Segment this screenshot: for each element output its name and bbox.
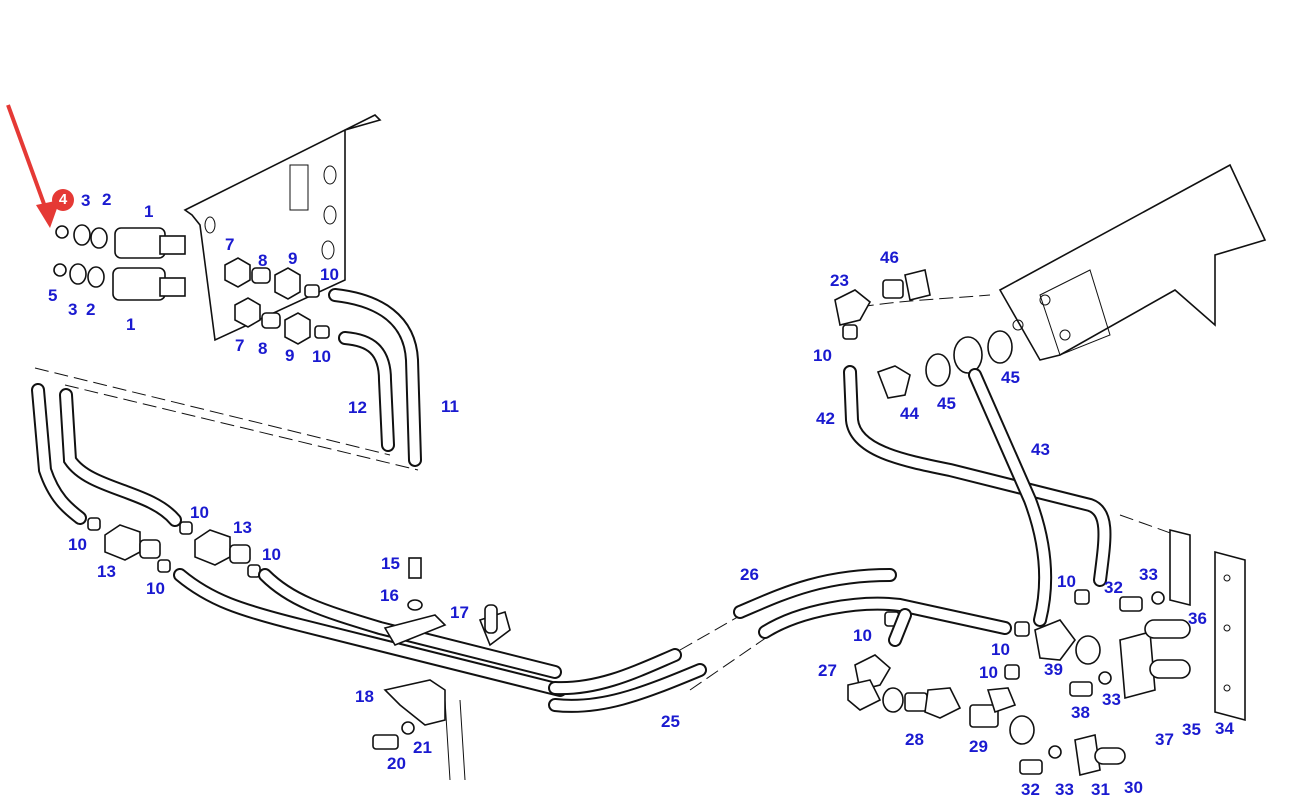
pressure-switch-lower (53, 263, 186, 301)
part-label-10[interactable]: 10 (190, 503, 209, 522)
bracket-assembly (372, 557, 511, 781)
part-label-45[interactable]: 45 (1001, 368, 1020, 387)
control-valve-block (998, 163, 1267, 361)
hose-11 (328, 288, 422, 467)
part-label-44[interactable]: 44 (900, 404, 919, 423)
part-label-9[interactable]: 9 (285, 346, 295, 365)
fittings-lower-right (847, 589, 1101, 745)
part-label-45[interactable]: 45 (937, 394, 956, 413)
part-label-11[interactable]: 11 (441, 397, 459, 416)
part-label-33[interactable]: 33 (1055, 780, 1074, 799)
part-label-10[interactable]: 10 (979, 663, 998, 682)
part-label-10[interactable]: 10 (853, 626, 872, 645)
hose-42 (843, 365, 1112, 587)
part-label-33[interactable]: 33 (1139, 565, 1158, 584)
part-label-30[interactable]: 30 (1124, 778, 1143, 797)
part-label-8[interactable]: 8 (258, 251, 268, 270)
part-label-10[interactable]: 10 (320, 265, 339, 284)
part-label-10[interactable]: 10 (262, 545, 281, 564)
part-label-2[interactable]: 2 (102, 190, 112, 209)
fittings-upper-row (224, 257, 320, 300)
hose-12 (338, 331, 395, 452)
part-label-33[interactable]: 33 (1102, 690, 1121, 709)
part-label-2[interactable]: 2 (86, 300, 96, 319)
part-label-8[interactable]: 8 (258, 339, 268, 358)
part-label-12[interactable]: 12 (348, 398, 367, 417)
left-hoses (31, 383, 182, 527)
fittings-lower-row (234, 297, 330, 345)
part-label-29[interactable]: 29 (969, 737, 988, 756)
part-label-27[interactable]: 27 (818, 661, 837, 680)
part-label-25[interactable]: 25 (661, 712, 680, 731)
part-label-18[interactable]: 18 (355, 687, 374, 706)
part-label-1[interactable]: 1 (144, 202, 154, 221)
part-label-10[interactable]: 10 (1057, 572, 1076, 591)
part-label-13[interactable]: 13 (233, 518, 252, 537)
part-label-32[interactable]: 32 (1021, 780, 1040, 799)
part-label-16[interactable]: 16 (380, 586, 399, 605)
part-label-28[interactable]: 28 (905, 730, 924, 749)
part-label-46[interactable]: 46 (880, 248, 899, 267)
part-label-42[interactable]: 42 (816, 409, 835, 428)
part-label-9[interactable]: 9 (288, 249, 298, 268)
part-label-34[interactable]: 34 (1215, 719, 1234, 738)
part-label-35[interactable]: 35 (1182, 720, 1201, 739)
main-hoses (173, 568, 1012, 713)
couplings-13 (87, 517, 261, 578)
part-label-39[interactable]: 39 (1044, 660, 1063, 679)
part-label-17[interactable]: 17 (450, 603, 469, 622)
fittings-right-upper (834, 269, 1013, 399)
part-label-26[interactable]: 26 (740, 565, 759, 584)
part-label-37[interactable]: 37 (1155, 730, 1174, 749)
part-label-13[interactable]: 13 (97, 562, 116, 581)
hose-43 (968, 368, 1053, 627)
part-label-10[interactable]: 10 (146, 579, 165, 598)
clamp-assembly (1019, 528, 1246, 776)
highlight-arrow (6, 104, 60, 228)
part-label-36[interactable]: 36 (1188, 609, 1207, 628)
part-label-32[interactable]: 32 (1104, 578, 1123, 597)
part-label-10[interactable]: 10 (312, 347, 331, 366)
part-label-38[interactable]: 38 (1071, 703, 1090, 722)
part-label-10[interactable]: 10 (991, 640, 1010, 659)
part-label-3[interactable]: 3 (81, 191, 91, 210)
part-label-10[interactable]: 10 (813, 346, 832, 365)
part-label-21[interactable]: 21 (413, 738, 432, 757)
part-label-23[interactable]: 23 (830, 271, 849, 290)
part-label-1[interactable]: 1 (126, 315, 136, 334)
part-label-7[interactable]: 7 (235, 336, 245, 355)
part-label-5[interactable]: 5 (48, 286, 58, 305)
part-label-31[interactable]: 31 (1091, 780, 1110, 799)
part-label-3[interactable]: 3 (68, 300, 78, 319)
pressure-switch-upper (55, 224, 186, 259)
mounting-plate (183, 114, 382, 342)
part-label-43[interactable]: 43 (1031, 440, 1050, 459)
part-label-7[interactable]: 7 (225, 235, 235, 254)
part-label-20[interactable]: 20 (387, 754, 406, 773)
part-label-15[interactable]: 15 (381, 554, 400, 573)
part-label-10[interactable]: 10 (68, 535, 87, 554)
highlight-badge[interactable]: 4 (52, 189, 74, 211)
